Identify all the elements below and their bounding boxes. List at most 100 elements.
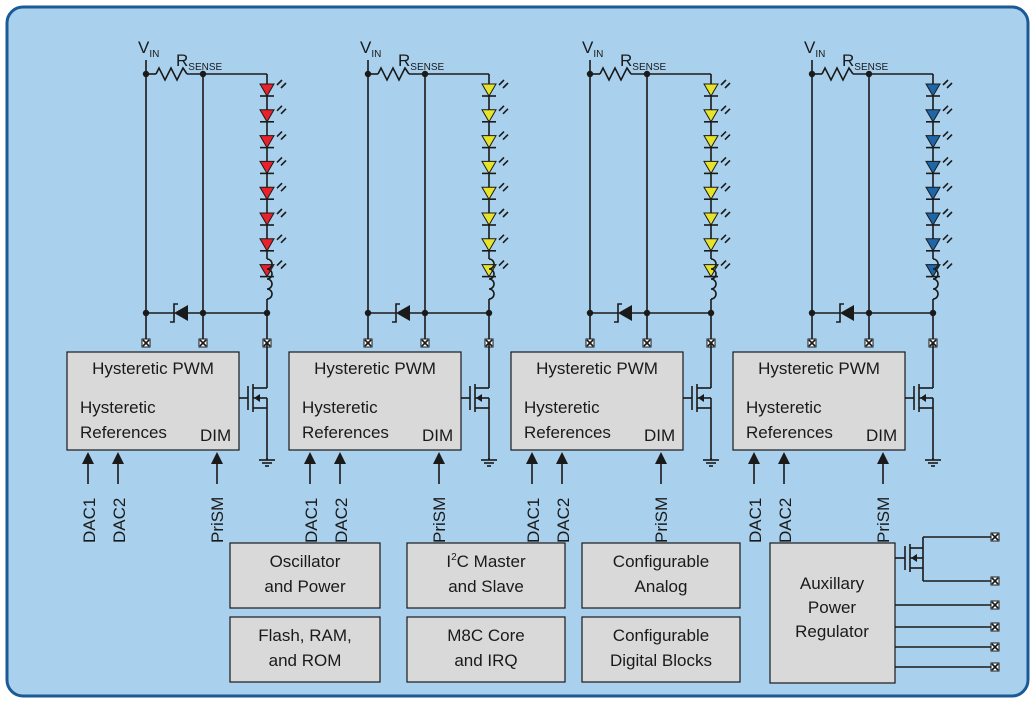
junction-dot: [199, 309, 207, 317]
light-emission-icon: [498, 260, 505, 267]
input-arrow-head-icon: [778, 452, 790, 464]
light-emission-icon: [942, 260, 949, 267]
ref-line1: Hysteretic: [746, 398, 822, 417]
aux-regulator-block: Auxillary Power Regulator: [769, 542, 896, 684]
schottky-cathode-icon: [170, 303, 178, 323]
light-emission-icon: [276, 260, 283, 267]
light-emission-icon: [498, 105, 505, 112]
vin-label: VIN: [138, 38, 159, 60]
dac1-label: DAC1: [302, 498, 321, 543]
led-icon: [481, 83, 497, 97]
light-emission-icon: [720, 208, 727, 215]
light-emission-icon: [946, 82, 953, 89]
light-emission-icon: [280, 237, 287, 244]
inductor-icon: [710, 258, 717, 300]
input-arrow-head-icon: [655, 452, 667, 464]
light-emission-icon: [720, 131, 727, 138]
led-icon: [259, 238, 275, 252]
prism-label: PriSM: [430, 497, 449, 543]
light-emission-icon: [498, 208, 505, 215]
digital-line1: Configurable: [613, 626, 709, 645]
input-arrow-head-icon: [304, 452, 316, 464]
led-icon: [703, 109, 719, 123]
rsense-subscript: SENSE: [854, 62, 888, 73]
mosfet-arrow-icon: [254, 394, 260, 402]
light-emission-icon: [720, 234, 727, 241]
inductor-icon: [932, 258, 939, 300]
digital-block: Configurable Digital Blocks: [581, 616, 741, 683]
i2c-line2: and Slave: [448, 577, 524, 596]
rsense-main: R: [842, 51, 854, 70]
light-emission-icon: [498, 156, 505, 163]
led-icon: [703, 135, 719, 149]
led-icon: [703, 238, 719, 252]
light-emission-icon: [276, 156, 283, 163]
mosfet-arrow-icon: [698, 394, 704, 402]
led-icon: [703, 83, 719, 97]
light-emission-icon: [502, 82, 509, 89]
light-emission-icon: [276, 131, 283, 138]
rsense-label: RSENSE: [620, 51, 667, 73]
led-icon: [259, 109, 275, 123]
schottky-diode-icon: [618, 305, 632, 321]
schottky-cathode-icon: [614, 303, 622, 323]
pin-cross-icon: [991, 643, 999, 651]
junction-dot: [707, 309, 715, 317]
pin-cross-icon: [991, 601, 999, 609]
flash-line2: and ROM: [269, 651, 342, 670]
hysteretic-pwm-block: [288, 351, 462, 451]
input-arrow-head-icon: [877, 452, 889, 464]
pin-cross-icon: [142, 339, 150, 347]
aux-line3: Regulator: [795, 622, 869, 641]
prism-label: PriSM: [874, 497, 893, 543]
junction-dot: [929, 309, 937, 317]
light-emission-icon: [502, 237, 509, 244]
aux-mosfet-arrow-icon: [911, 554, 917, 562]
light-emission-icon: [276, 208, 283, 215]
rsense-main: R: [176, 51, 188, 70]
vin-main: V: [138, 38, 150, 57]
light-emission-icon: [720, 79, 727, 86]
light-emission-icon: [942, 131, 949, 138]
light-emission-icon: [502, 108, 509, 115]
pin-cross-icon: [586, 339, 594, 347]
vin-subscript: IN: [149, 49, 159, 60]
rsense-resistor-icon: [821, 66, 854, 82]
rsense-subscript: SENSE: [632, 62, 666, 73]
pin-cross-icon: [199, 339, 207, 347]
input-arrow-head-icon: [112, 452, 124, 464]
rsense-label: RSENSE: [176, 51, 223, 73]
ref-line1: Hysteretic: [524, 398, 600, 417]
light-emission-icon: [502, 185, 509, 192]
flash-block: Flash, RAM, and ROM: [229, 616, 381, 683]
light-emission-icon: [280, 211, 287, 218]
vin-subscript: IN: [371, 49, 381, 60]
vin-label: VIN: [804, 38, 825, 60]
m8c-block: M8C Core and IRQ: [406, 616, 566, 683]
schottky-diode-icon: [174, 305, 188, 321]
dac1-label: DAC1: [746, 498, 765, 543]
light-emission-icon: [720, 105, 727, 112]
light-emission-icon: [720, 156, 727, 163]
prism-label: PriSM: [652, 497, 671, 543]
junction-dot: [808, 309, 816, 317]
hysteretic-pwm-block: [510, 351, 684, 451]
dim-label: DIM: [866, 426, 897, 445]
ref-line1: Hysteretic: [80, 398, 156, 417]
rsense-main: R: [398, 51, 410, 70]
light-emission-icon: [502, 134, 509, 141]
ref-line2: References: [524, 423, 611, 442]
vin-main: V: [582, 38, 594, 57]
light-emission-icon: [276, 79, 283, 86]
light-emission-icon: [942, 105, 949, 112]
rsense-subscript: SENSE: [188, 62, 222, 73]
mosfet-arrow-icon: [920, 394, 926, 402]
i2c-suffix: C Master: [457, 552, 526, 571]
aux-line2: Power: [808, 598, 857, 617]
light-emission-icon: [946, 263, 953, 270]
light-emission-icon: [946, 134, 953, 141]
light-emission-icon: [724, 185, 731, 192]
pin-cross-icon: [808, 339, 816, 347]
ref-line2: References: [80, 423, 167, 442]
light-emission-icon: [280, 82, 287, 89]
